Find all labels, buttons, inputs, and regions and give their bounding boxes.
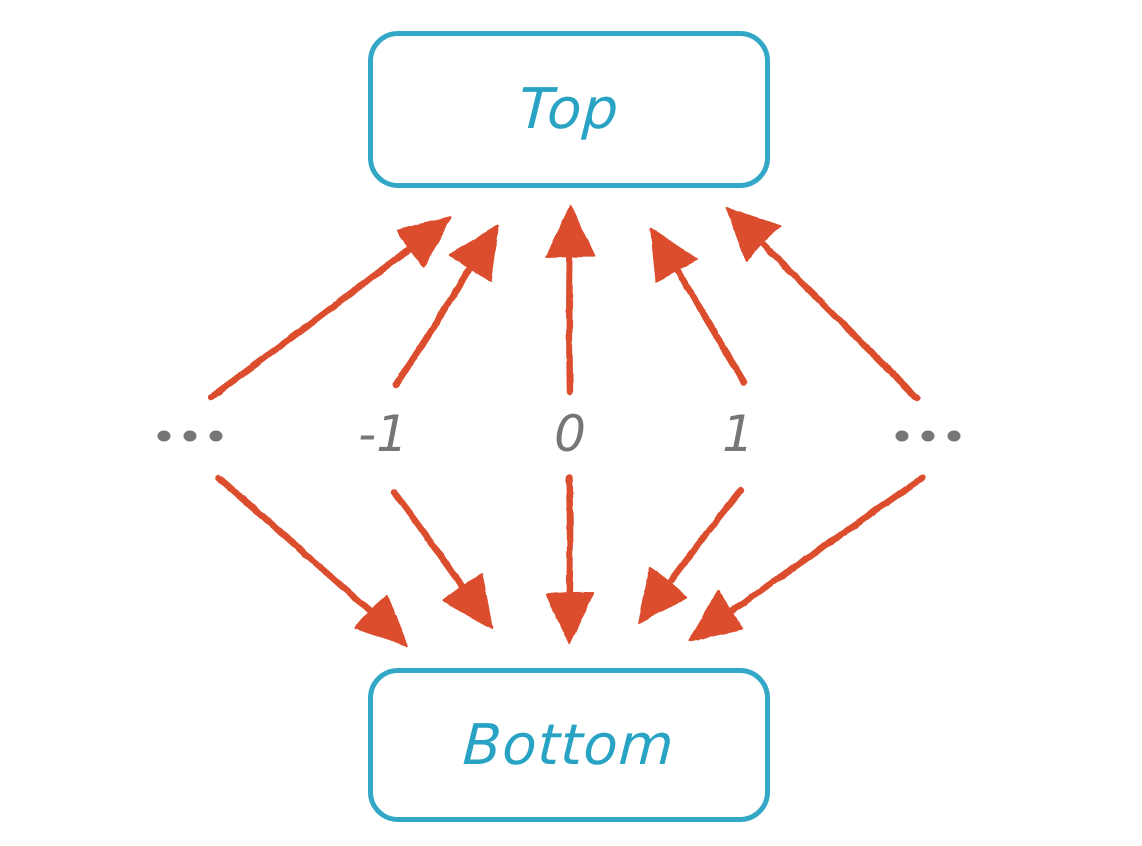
arrow-head [397, 217, 450, 267]
arrow-shaft [569, 478, 570, 604]
arrow-head [443, 574, 492, 628]
node-box-top[interactable]: Top [368, 31, 770, 188]
arrow-head [651, 229, 697, 281]
ellipsis-dot [922, 431, 935, 442]
arrow-shaft [211, 242, 418, 397]
arrow-down-from-zero [547, 478, 593, 644]
ellipsis-dot [948, 431, 961, 442]
arrow-shaft [569, 247, 570, 392]
axis-label-zero: 0 [554, 409, 586, 459]
ellipsis-dot [158, 431, 171, 442]
axis-label-left-ellipsis [158, 431, 223, 442]
arrow-head [689, 591, 742, 640]
arrow-head [450, 226, 498, 281]
node-box-bottom[interactable]: Bottom [368, 668, 770, 822]
arrow-shaft [663, 490, 741, 590]
arrow-up-from-minus-one [396, 226, 498, 385]
arrow-up-from-one [651, 229, 744, 382]
arrow-head [355, 596, 407, 646]
arrow-shaft [396, 259, 476, 385]
arrow-shaft [755, 236, 917, 398]
ellipsis-dot [896, 431, 909, 442]
arrow-head [639, 568, 687, 623]
arrow-down-from-right-ellipsis [689, 478, 922, 640]
arrow-up-from-right-ellipsis [727, 208, 917, 398]
ellipsis-dot [210, 431, 223, 442]
arrow-down-from-one [639, 490, 741, 623]
arrow-shaft [723, 478, 922, 617]
arrow-up-from-zero [547, 206, 594, 392]
axis-label-one: 1 [722, 409, 754, 459]
arrow-shaft [394, 492, 469, 596]
arrow-up-from-left-ellipsis [211, 217, 451, 397]
axis-label-minus-one: -1 [358, 409, 408, 459]
arrow-head [547, 593, 593, 644]
arrow-head [727, 208, 780, 261]
ellipsis-dot [184, 431, 197, 442]
arrow-shaft [673, 262, 744, 382]
axis-label-right-ellipsis [896, 431, 961, 442]
arrow-down-from-left-ellipsis [219, 478, 407, 646]
node-label-bottom: Bottom [462, 713, 677, 778]
arrow-head [547, 206, 594, 257]
node-label-top: Top [517, 77, 621, 142]
arrow-shaft [219, 478, 378, 619]
arrow-down-from-minus-one [394, 492, 492, 628]
